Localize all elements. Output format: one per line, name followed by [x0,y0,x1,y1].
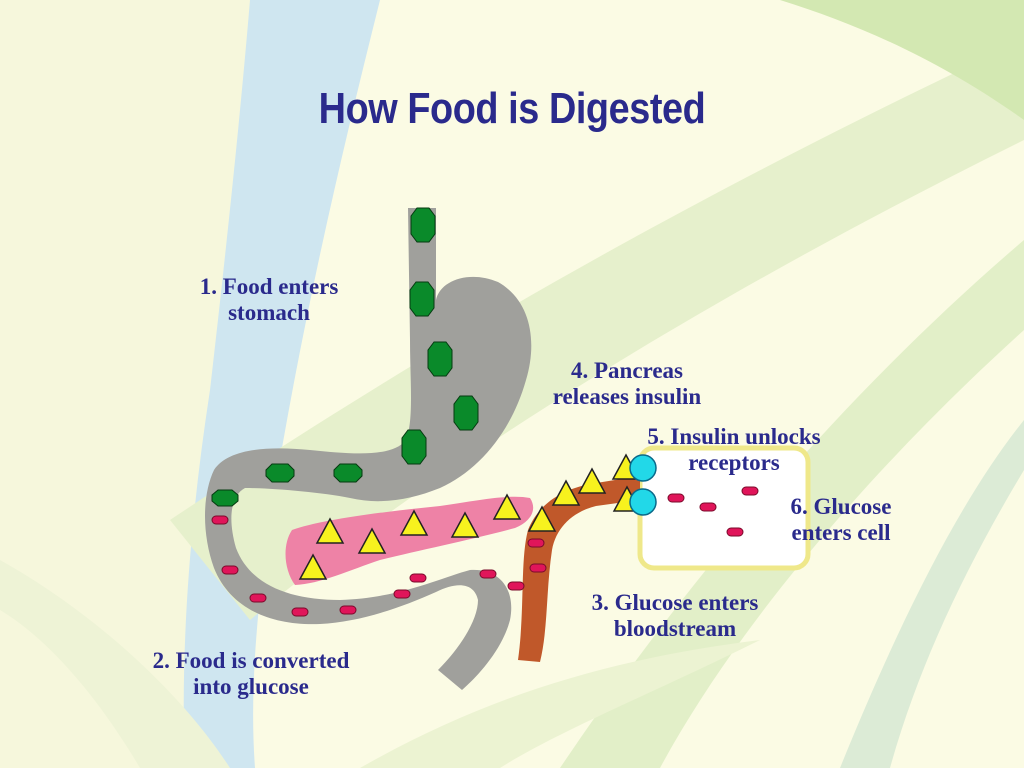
pancreas [285,496,534,585]
glucose-icon [667,493,685,503]
food-particle-icon [453,395,479,431]
food-particle-icon [427,341,453,377]
insulin-icon [298,553,328,580]
glucose-icon [507,581,525,591]
food-particle-icon [401,429,427,465]
glucose-icon [741,486,759,496]
insulin-icon [399,509,429,536]
food-particle-icon [211,489,239,507]
glucose-icon [699,502,717,512]
glucose-icon [527,538,545,548]
step-1-label: 1. Food enters stomach [199,274,339,325]
step-2-label: 2. Food is converted into glucose [152,648,350,699]
insulin-icon [357,527,387,554]
insulin-icon [450,511,480,538]
receptor-icon [629,454,657,482]
glucose-icon [529,563,547,573]
glucose-icon [393,589,411,599]
insulin-icon [577,467,607,494]
glucose-icon [409,573,427,583]
food-particle-icon [410,207,436,243]
stomach [205,208,532,690]
insulin-icon [551,479,581,506]
glucose-icon [211,515,229,525]
glucose-icon [726,527,744,537]
insulin-icon [492,493,522,520]
insulin-icon [527,505,557,532]
glucose-icon [291,607,309,617]
food-particle-icon [265,463,295,483]
glucose-icon [249,593,267,603]
food-particle-icon [333,463,363,483]
insulin-icon [315,517,345,544]
receptor-icon [629,488,657,516]
slide-title: How Food is Digested [318,84,706,133]
glucose-icon [221,565,239,575]
food-particle-icon [409,281,435,317]
glucose-icon [479,569,497,579]
step-6-label: 6. Glucose enters cell [790,494,892,545]
step-5-label: 5. Insulin unlocks receptors [647,424,821,475]
step-4-label: 4. Pancreas releases insulin [552,358,702,409]
glucose-icon [339,605,357,615]
step-3-label: 3. Glucose enters bloodstream [591,590,759,641]
